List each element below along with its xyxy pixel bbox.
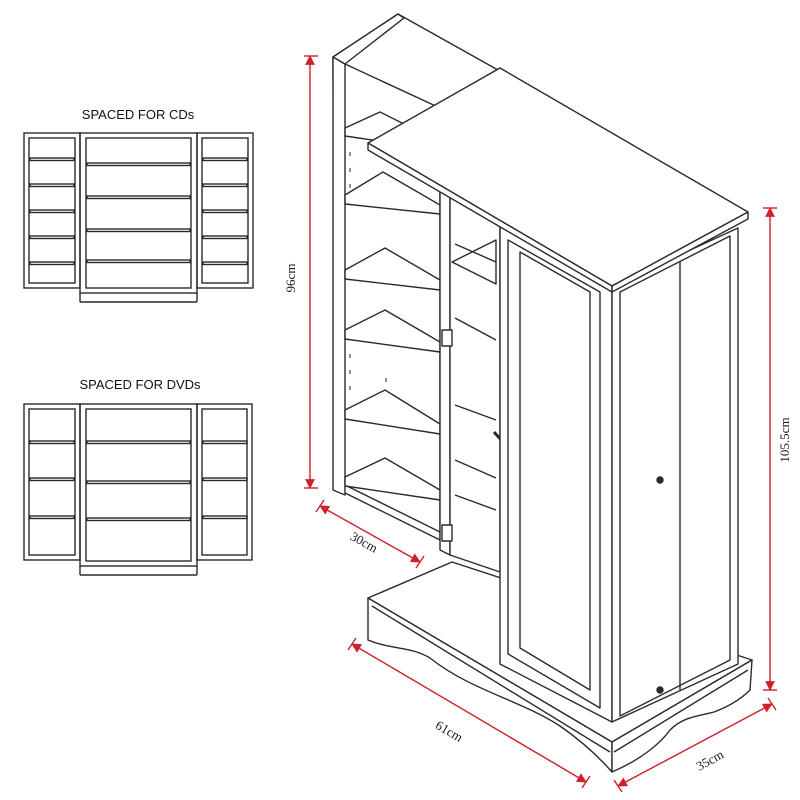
lower-hinge	[441, 524, 453, 542]
depth-shelf-label: 30cm	[348, 529, 381, 556]
lower-keyhole	[656, 686, 664, 694]
front-door-panel	[519, 251, 591, 691]
depth-label: 35cm	[694, 747, 727, 774]
dvd-spacing-label: SPACED FOR DVDs	[79, 377, 201, 392]
cd-center-cabinet	[79, 132, 198, 294]
dvd-left-door	[23, 403, 81, 561]
cd-spacing-label: SPACED FOR CDs	[82, 107, 195, 122]
dvd-spacing-elevation: SPACED FOR DVDs	[23, 377, 253, 576]
cd-right-shelves	[202, 157, 248, 266]
depth-arrow	[617, 703, 773, 787]
dvd-center-cabinet	[79, 403, 198, 567]
dvd-center-shelves	[86, 440, 191, 522]
cd-spacing-elevation: SPACED FOR CDs	[23, 107, 254, 303]
cd-left-shelves	[29, 157, 75, 266]
dvd-right-shelves	[202, 440, 248, 520]
open-door-shelves	[439, 191, 510, 573]
dimension-lines	[304, 55, 777, 793]
height-open-label: 96cm	[283, 264, 298, 293]
main-cabinet-body	[367, 67, 749, 723]
width-label: 61cm	[433, 717, 466, 744]
keyhole	[656, 476, 664, 484]
shelf-pin-holes	[349, 152, 387, 390]
width-arrow	[351, 643, 587, 783]
dvd-left-shelves	[29, 440, 75, 520]
cd-right-door	[196, 132, 254, 289]
height-overall-label: 105.5cm	[777, 417, 792, 462]
cd-center-shelves	[86, 162, 191, 264]
depth-shelf-arrow	[319, 505, 421, 563]
isometric-cabinet	[332, 13, 753, 773]
upper-hinge	[441, 329, 453, 347]
dvd-right-door	[196, 403, 253, 561]
